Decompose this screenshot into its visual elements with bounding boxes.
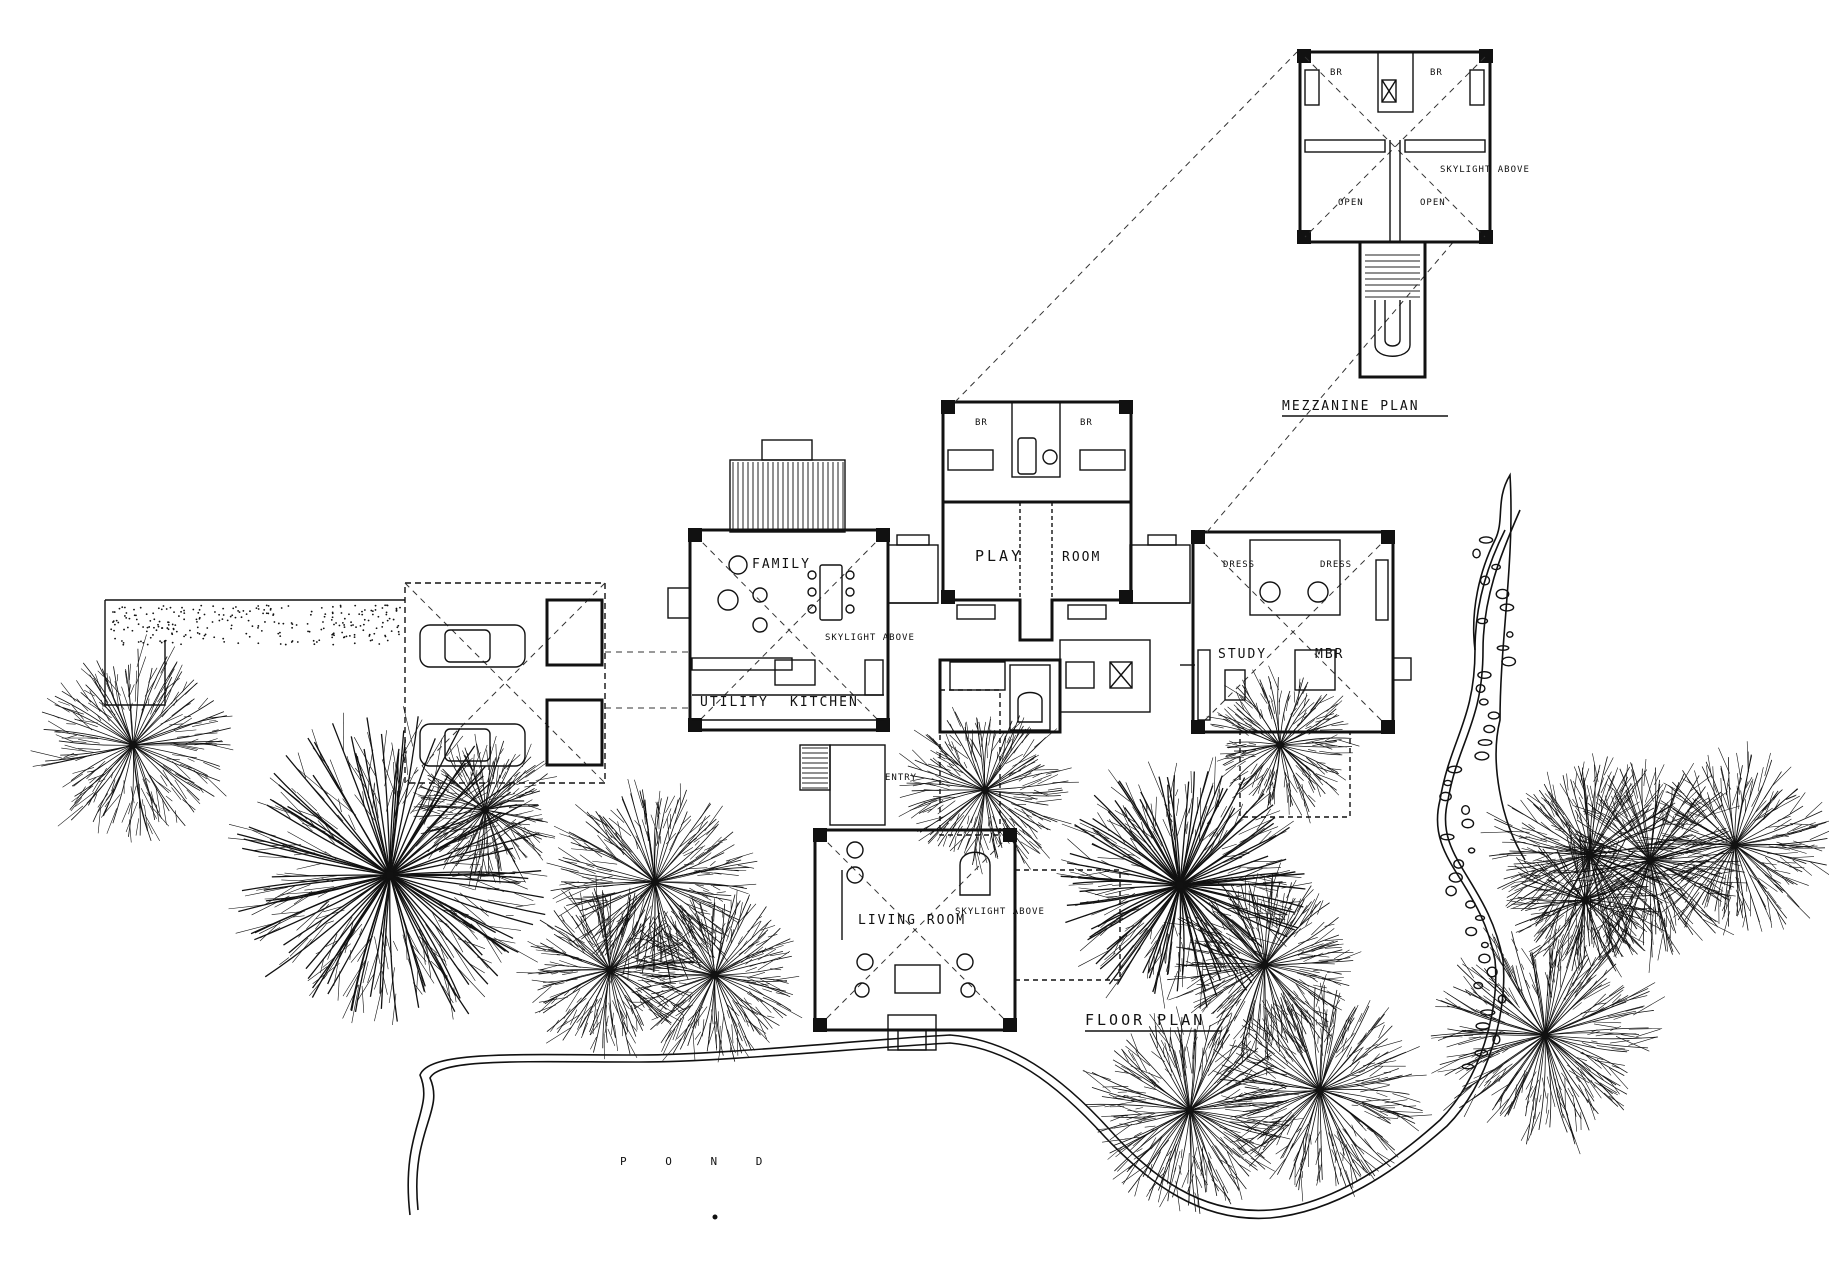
driveway-gravel bbox=[104, 599, 405, 706]
mezz-label-open-right: OPEN bbox=[1420, 198, 1446, 208]
room-label-play: PLAY bbox=[975, 547, 1023, 565]
tree-6 bbox=[615, 890, 803, 1063]
car-top bbox=[419, 624, 526, 668]
tree-1 bbox=[30, 634, 234, 843]
tree-2 bbox=[227, 706, 548, 1026]
mezzanine-plan: BR BR OPEN OPEN SKYLIGHT ABOVE MEZZANINE… bbox=[954, 49, 1530, 533]
tree-12 bbox=[1212, 974, 1433, 1202]
room-label-mbr: MBR bbox=[1315, 647, 1344, 662]
room-label-utility: UTILITY bbox=[700, 695, 769, 710]
room-label-dress-right: DRESS bbox=[1320, 560, 1352, 570]
tree-3 bbox=[412, 733, 557, 891]
room-label-room: ROOM bbox=[1062, 550, 1101, 565]
landscape-trees bbox=[30, 634, 1829, 1214]
room-label-br-left: BR bbox=[975, 418, 988, 428]
tree-16 bbox=[1430, 924, 1666, 1155]
carport bbox=[404, 582, 690, 784]
play-room-wing: BR BR PLAY ROOM bbox=[938, 400, 1151, 734]
room-label-living-room: LIVING ROOM bbox=[858, 913, 966, 928]
room-label-dress-left: DRESS bbox=[1223, 560, 1255, 570]
room-label-family: FAMILY bbox=[752, 557, 811, 572]
tree-5 bbox=[516, 875, 702, 1060]
skylight-label-family: SKYLIGHT ABOVE bbox=[825, 633, 915, 643]
room-label-study: STUDY bbox=[1218, 647, 1267, 662]
skylight-label-living: SKYLIGHT ABOVE bbox=[955, 907, 1045, 917]
mezz-label-open-left: OPEN bbox=[1338, 198, 1364, 208]
tree-17 bbox=[1506, 821, 1666, 978]
tree-8 bbox=[1056, 756, 1313, 1010]
mezz-label-skylight: SKYLIGHT ABOVE bbox=[1440, 165, 1530, 175]
car-bottom bbox=[419, 723, 526, 767]
room-label-br-right: BR bbox=[1080, 418, 1093, 428]
family-kitchen-wing: FAMILY SKYLIGHT ABOVE UTILITY KITCHEN bbox=[667, 439, 915, 732]
floor-plan-title: FLOOR PLAN bbox=[1085, 1011, 1205, 1029]
tree-9 bbox=[1206, 665, 1360, 824]
living-room: LIVING ROOM SKYLIGHT ABOVE bbox=[813, 828, 1121, 1051]
link-corridors bbox=[887, 534, 1195, 666]
tree-11 bbox=[1082, 1006, 1304, 1214]
tree-10 bbox=[1163, 862, 1362, 1076]
mezz-label-br-left: BR bbox=[1330, 68, 1343, 78]
pond-shoreline bbox=[407, 472, 1526, 1220]
mezzanine-plan-title: MEZZANINE PLAN bbox=[1282, 399, 1420, 414]
pond-label: P O N D bbox=[620, 1155, 778, 1168]
rear-deck bbox=[729, 439, 846, 533]
room-label-entry: ENTRY bbox=[885, 773, 917, 783]
room-label-kitchen: KITCHEN bbox=[790, 695, 859, 710]
master-suite: DRESS DRESS STUDY MBR bbox=[1191, 530, 1412, 818]
tree-15 bbox=[1631, 741, 1829, 936]
tree-4 bbox=[546, 779, 758, 985]
mezz-label-br-right: BR bbox=[1430, 68, 1443, 78]
entry: ENTRY bbox=[799, 689, 1001, 836]
